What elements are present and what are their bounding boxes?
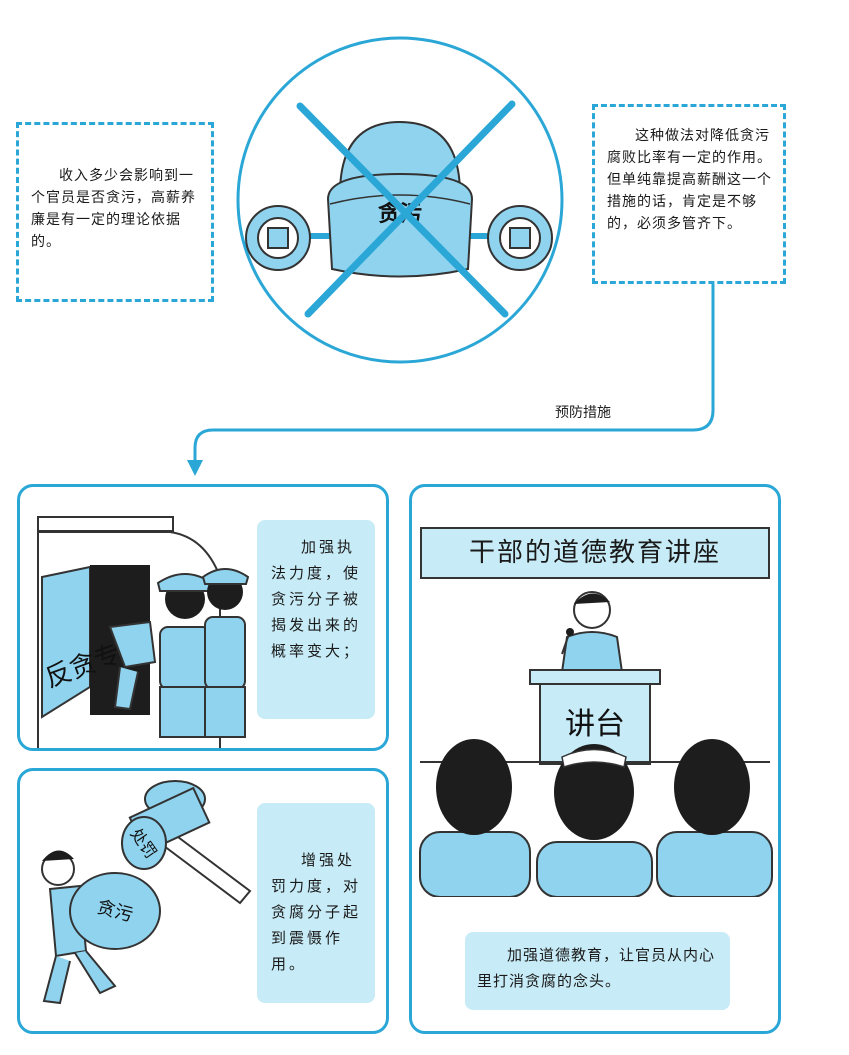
education-banner: 干部的道德教育讲座 (420, 527, 770, 579)
education-banner-text: 干部的道德教育讲座 (468, 538, 721, 568)
audience-figures (419, 739, 773, 897)
lecture-illustration: 讲台 (419, 591, 773, 897)
left-wing-coin-icon (245, 205, 311, 271)
connector-arrow (187, 284, 715, 476)
podium-label: 讲台 (565, 707, 625, 742)
enforcement-note: 加强执法力度，使贪污分子被揭发出来的概率变大； (257, 520, 375, 719)
officer-figures (106, 568, 250, 738)
podium: 讲台 (529, 669, 661, 765)
gavel-icon: 处罚 (121, 780, 252, 905)
left-callout: 收入多少会影响到一个官员是否贪污，高薪养廉是有一定的理论依据的。 (16, 122, 214, 302)
gavel-and-thief-illustration: 处罚 贪污 (41, 780, 252, 1005)
right-callout: 这种做法对降低贪污腐败比率有一定的作用。但单纯靠提高薪酬这一个措施的话，肯定是不… (592, 104, 786, 284)
punishment-note: 增强处罚力度，对贪腐分子起到震慑作用。 (257, 803, 375, 1003)
education-note: 加强道德教育，让官员从内心里打消贪腐的念头。 (465, 932, 730, 1010)
right-callout-text: 这种做法对降低贪污腐败比率有一定的作用。但单纯靠提高薪酬这一个措施的话，肯定是不… (607, 128, 772, 232)
education-note-text: 加强道德教育，让官员从内心里打消贪腐的念头。 (477, 946, 716, 990)
center-hat-illustration: 贪污 (236, 36, 564, 364)
panel-enforcement: 反贪专组 加强执法力度，使贪污分子被揭发出来的概率变大； (17, 484, 389, 751)
arrow-label: 预防措施 (555, 405, 611, 421)
enforcement-note-text: 加强执法力度，使贪污分子被揭发出来的概率变大； (271, 538, 362, 660)
panel-education: 干部的道德教育讲座 讲台 加强道德教育，让官员从内心里打消贪 (409, 484, 781, 1034)
speaker-figure (560, 591, 624, 673)
money-bag-icon: 贪污 (69, 872, 161, 950)
panel-punishment: 处罚 贪污 增强处罚力度，对贪腐分子起到震慑作用。 (17, 768, 389, 1034)
punishment-note-text: 增强处罚力度，对贪腐分子起到震慑作用。 (271, 851, 362, 973)
right-wing-coin-icon (487, 205, 553, 271)
arrest-van-illustration: 反贪专组 (37, 516, 250, 748)
left-callout-text: 收入多少会影响到一个官员是否贪污，高薪养廉是有一定的理论依据的。 (31, 168, 196, 250)
